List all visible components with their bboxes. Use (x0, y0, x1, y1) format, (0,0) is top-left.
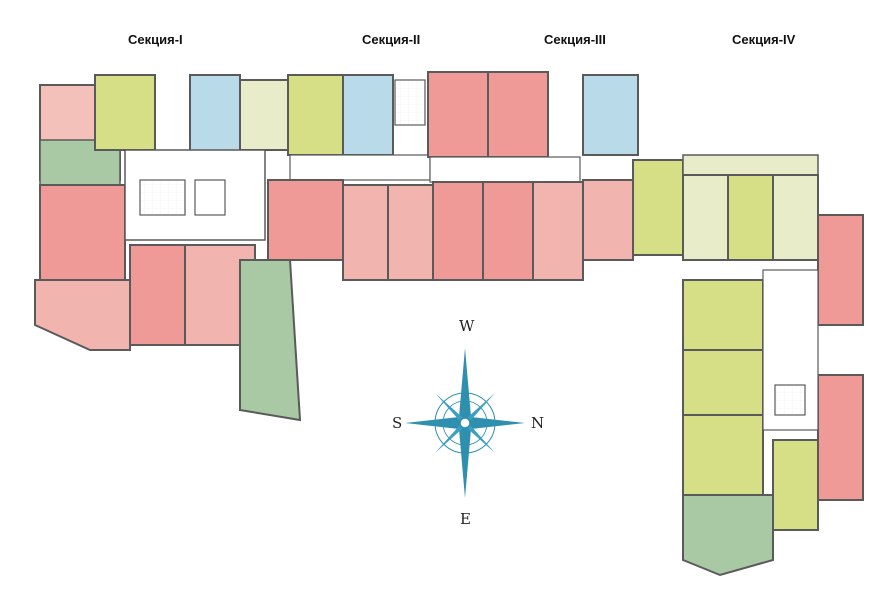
corridor-s3 (429, 156, 581, 183)
stair-s1 (139, 179, 186, 216)
apartment-s2-salmon-b[interactable] (387, 184, 434, 281)
apartment-s1-pink-left[interactable] (39, 184, 126, 281)
apartment-s4-yellow-top[interactable] (727, 174, 774, 261)
corridor-s2 (289, 154, 431, 181)
apartment-s2-yellow[interactable] (287, 74, 344, 156)
compass-north-label: N (531, 414, 545, 432)
stair-s4 (774, 384, 806, 416)
elevator-s1 (194, 179, 226, 216)
apartment-s3-yellow[interactable] (632, 159, 684, 256)
apartment-s1-blue[interactable] (189, 74, 241, 156)
section-4-title: Секция-IV (732, 32, 796, 47)
apartment-s3-blue[interactable] (582, 74, 639, 156)
apartment-s4-yellow-b[interactable] (682, 349, 764, 416)
apartment-s3-salmon[interactable] (532, 181, 584, 281)
apartment-s4-cream-top[interactable] (682, 154, 819, 176)
apartment-s4-cream-b[interactable] (772, 174, 819, 261)
section-3-title: Секция-III (544, 32, 606, 47)
apartment-s4-yellow-d[interactable] (772, 439, 819, 531)
apartment-s3-pink-d[interactable] (482, 181, 534, 281)
apartment-s1-salmon-bottom[interactable] (34, 279, 131, 351)
apartment-s1-pink-a[interactable] (129, 244, 186, 346)
apartment-s2-salmon-a[interactable] (342, 184, 389, 281)
apartment-s2-blue[interactable] (342, 74, 394, 156)
section-2-title: Секция-II (362, 32, 421, 47)
apartment-s4-cream-a[interactable] (682, 174, 729, 261)
apartment-s4-pink-right-a[interactable] (817, 214, 864, 326)
apartment-s1-green-wing[interactable] (239, 259, 302, 422)
apartment-s3-pink-b[interactable] (487, 71, 549, 158)
apartment-s4-pink-right-b[interactable] (817, 374, 864, 501)
compass-east-label: E (460, 510, 471, 528)
section-3-plan (427, 71, 684, 281)
compass-rose (405, 348, 525, 498)
stair-s2 (394, 79, 426, 126)
section-4-plan (682, 154, 864, 577)
compass-west-label: W (459, 317, 475, 335)
apartment-s3-salmon-b[interactable] (582, 179, 634, 261)
apartment-s4-yellow-a[interactable] (682, 279, 764, 351)
apartment-s1-yellow[interactable] (94, 74, 156, 151)
apartment-s3-pink-c[interactable] (432, 181, 484, 281)
apartment-s4-green-bottom[interactable] (682, 494, 774, 577)
apartment-s2-pink-a[interactable] (267, 179, 344, 261)
section-2-plan (267, 74, 434, 281)
compass-south-label: S (392, 414, 403, 432)
section-1-title: Секция-I (128, 32, 183, 47)
section-1-plan (34, 74, 302, 422)
apartment-s3-pink-a[interactable] (427, 71, 489, 158)
apartment-s4-yellow-c[interactable] (682, 414, 764, 496)
apartment-s1-cream[interactable] (239, 79, 289, 151)
